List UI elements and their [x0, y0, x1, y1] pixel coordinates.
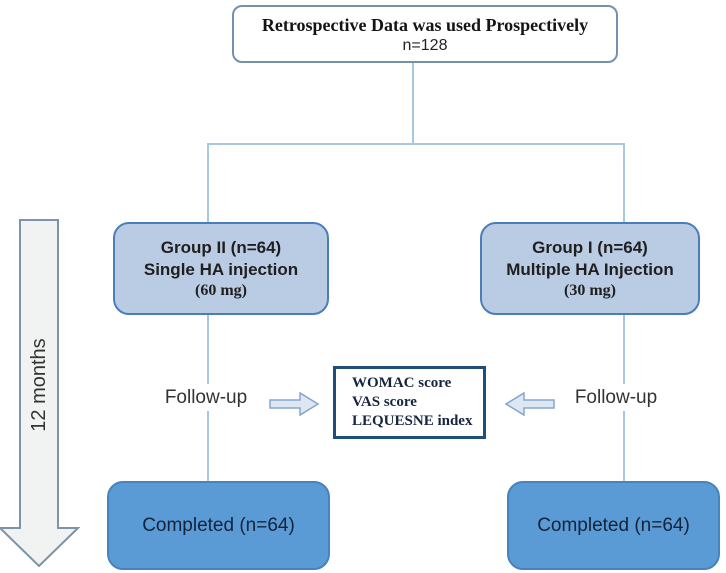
followup-label-left: Follow-up [158, 384, 254, 411]
group-2-treatment: Single HA injection [143, 259, 299, 279]
group-2-box: Group II (n=64) Single HA injection (60 … [113, 222, 329, 315]
group-1-dose: (30 mg) [564, 281, 616, 299]
group-1-treatment: Multiple HA Injection [506, 259, 674, 279]
enrollment-title: Retrospective Data was used Prospectivel… [261, 15, 589, 35]
connector-branch-horizontal [207, 143, 624, 145]
enrollment-box: Retrospective Data was used Prospectivel… [232, 5, 618, 63]
group-2-dose: (60 mg) [195, 281, 247, 299]
timeline-label: 12 months [27, 338, 50, 432]
followup-label-right: Follow-up [568, 384, 664, 411]
connector-top-stem [412, 62, 414, 144]
outcome-lequesne: LEQUESNE index [352, 413, 473, 429]
group-2-title: Group II (n=64) [160, 237, 282, 257]
completed-box-left: Completed (n=64) [107, 481, 330, 570]
group-1-title: Group I (n=64) [532, 237, 648, 257]
timeline-down-arrow-icon [0, 219, 80, 568]
enrollment-count: n=128 [402, 37, 448, 54]
group-1-box: Group I (n=64) Multiple HA Injection (30… [480, 222, 700, 315]
outcome-vas: VAS score [352, 394, 417, 410]
connector-right-drop [623, 143, 625, 223]
outcome-womac: WOMAC score [352, 375, 452, 391]
left-block-arrow-icon [504, 391, 555, 417]
completed-box-right: Completed (n=64) [507, 481, 720, 570]
connector-left-drop [207, 143, 209, 223]
outcome-measures-box: WOMAC score VAS score LEQUESNE index [333, 366, 486, 439]
right-block-arrow-icon [269, 391, 320, 417]
